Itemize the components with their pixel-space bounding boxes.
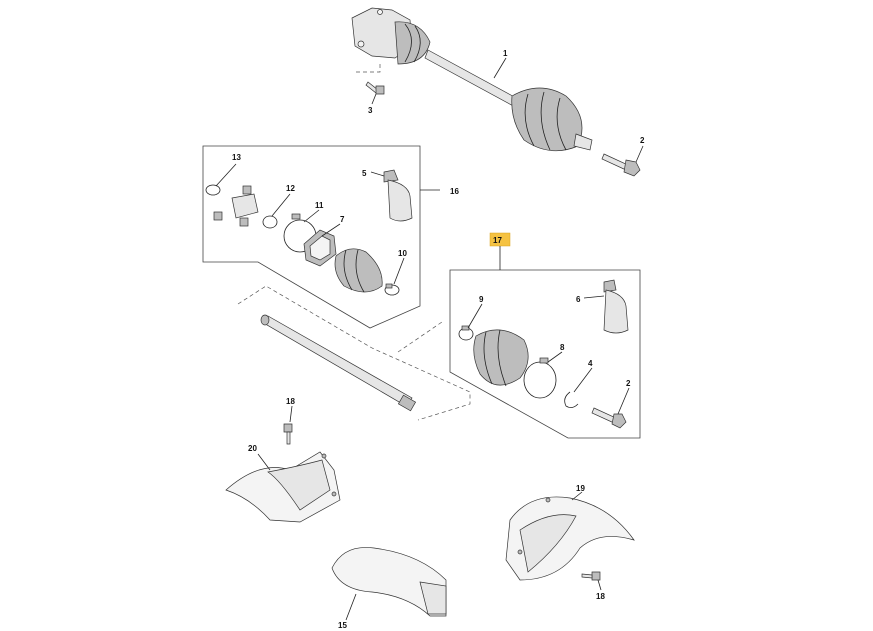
shaft-dashed-outline <box>237 285 471 421</box>
boot-kit-17[interactable] <box>473 329 529 387</box>
circlip-12[interactable] <box>262 215 278 229</box>
heat-shield-15[interactable] <box>331 547 447 617</box>
callout-4: 4 <box>588 359 593 368</box>
bolt-18-left[interactable] <box>283 423 293 445</box>
callout-19: 19 <box>576 484 585 493</box>
callout-18-right: 18 <box>596 592 605 601</box>
joint-internals[interactable] <box>213 185 259 227</box>
callout-5: 5 <box>362 169 367 178</box>
circlip-4[interactable] <box>564 391 579 408</box>
callout-2-upper: 2 <box>640 136 645 145</box>
callout-12: 12 <box>286 184 295 193</box>
callout-3: 3 <box>368 106 373 115</box>
clamp-10[interactable] <box>384 283 400 296</box>
callout-11: 11 <box>315 201 324 210</box>
boot-kit-16[interactable] <box>334 248 383 293</box>
callout-18-left: 18 <box>286 397 295 406</box>
callout-10: 10 <box>398 249 407 258</box>
callout-20: 20 <box>248 444 257 453</box>
callout-17: 17 <box>493 236 502 245</box>
callout-13: 13 <box>232 153 241 162</box>
callout-7: 7 <box>340 215 345 224</box>
heat-shield-20[interactable] <box>225 451 341 523</box>
bolt-2-lower[interactable] <box>591 407 627 429</box>
callout-6: 6 <box>576 295 581 304</box>
kit-16-frame <box>202 145 421 329</box>
heat-shield-19[interactable] <box>505 496 635 581</box>
callout-16: 16 <box>450 187 459 196</box>
bolt-18-right[interactable] <box>581 571 601 581</box>
callout-1: 1 <box>503 49 508 58</box>
clamp-9[interactable] <box>458 325 474 341</box>
bolt-2-upper[interactable] <box>601 153 641 177</box>
ring-7[interactable] <box>303 229 337 267</box>
callout-8: 8 <box>560 343 565 352</box>
intermediate-shaft[interactable] <box>260 314 417 412</box>
callout-15: 15 <box>338 621 347 630</box>
kit-17-frame <box>449 269 641 439</box>
callout-9: 9 <box>479 295 484 304</box>
callout-2-lower: 2 <box>626 379 631 388</box>
callout-labels: 1 2 3 13 12 11 7 10 5 16 17 9 6 8 4 2 18… <box>232 49 645 630</box>
leader-lines <box>215 57 644 621</box>
drive-shaft-assembly[interactable] <box>351 7 593 152</box>
grease-tube-5[interactable] <box>383 169 413 222</box>
circlip-13[interactable] <box>205 184 221 196</box>
clamp-8[interactable] <box>523 357 557 399</box>
grease-tube-6[interactable] <box>603 279 629 334</box>
bolt-3[interactable] <box>365 81 385 95</box>
kit-17-dashed-outline <box>397 321 443 353</box>
